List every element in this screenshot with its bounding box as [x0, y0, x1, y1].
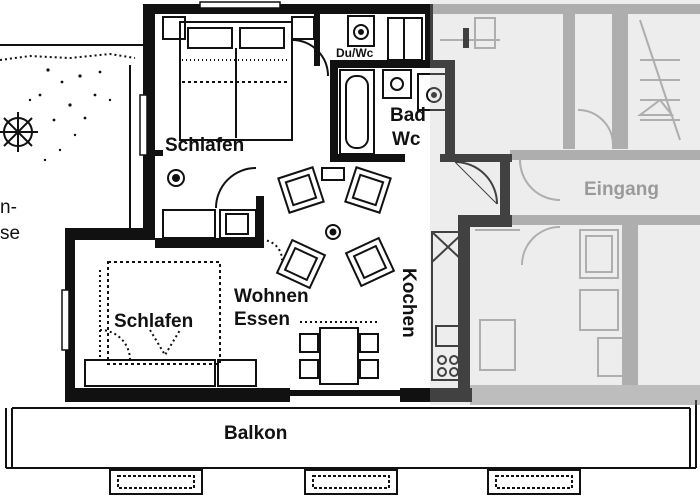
neighbor-label-fragment-2: se [0, 223, 21, 244]
room-label-kochen: Kochen [398, 268, 419, 338]
neighbor-unit-left [0, 44, 150, 240]
double-bed-left [84, 261, 257, 387]
planter-box-3 [487, 469, 581, 495]
double-bed-top [179, 21, 293, 141]
room-label-essen: Essen [234, 309, 290, 330]
room-label-wc: Wc [392, 129, 421, 150]
neighbor-unit-right [430, 4, 700, 405]
dining-table [299, 321, 380, 385]
room-label-wohnen: Wohnen [234, 286, 309, 307]
room-label-eingang: Eingang [584, 179, 659, 200]
armchair-2 [344, 166, 392, 214]
armchair-1 [277, 166, 325, 214]
furnishings [84, 15, 498, 401]
neighbor-label-fragment-1: n- [0, 197, 17, 218]
neighbor-overlay [430, 0, 700, 405]
plant-icon-2 [325, 224, 341, 240]
armchair-4 [344, 236, 396, 288]
balcony [5, 400, 697, 495]
planter-box-2 [304, 469, 398, 495]
bathtub [339, 69, 375, 155]
room-label-balkon: Balkon [224, 423, 288, 444]
garden-speckles [28, 68, 112, 162]
room-label-bad: Bad [390, 105, 426, 126]
room-label-du-wc: Du/Wc [336, 46, 374, 60]
walls [65, 4, 512, 402]
plant-icon [167, 169, 185, 187]
planter-box-1 [109, 469, 203, 495]
room-label-schlafen-left: Schlafen [114, 311, 194, 332]
windows [61, 1, 281, 351]
tree-icon [0, 112, 38, 152]
armchair-3 [275, 238, 327, 290]
room-label-schlafen-top: Schlafen [165, 135, 245, 156]
